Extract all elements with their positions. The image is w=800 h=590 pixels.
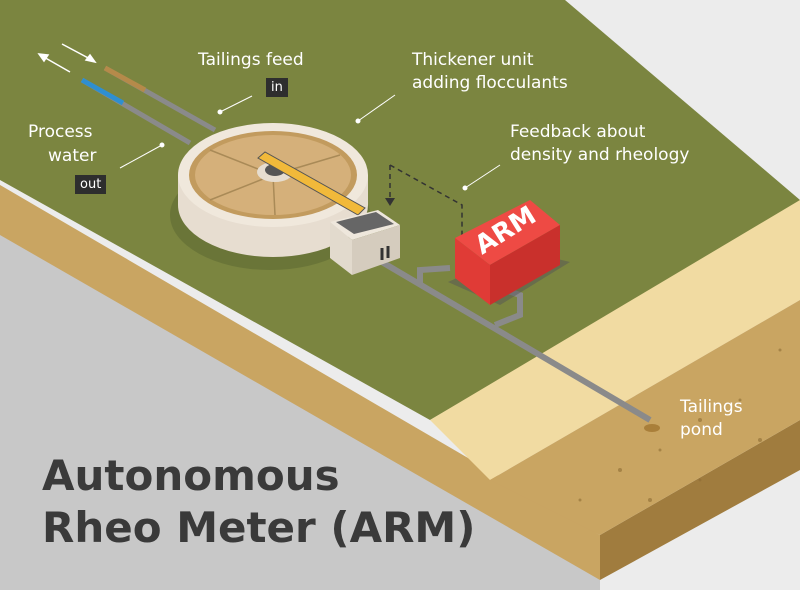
arm-container: ARM [448,200,570,305]
out-tag-wrap: out [75,173,107,194]
pond-texture [578,348,782,502]
feedback-arrowhead [385,198,395,206]
water-pipe-end [80,77,125,106]
in-tag-wrap: in [266,76,288,97]
label-thickener-line1: Thickener unit [412,50,534,70]
page-title: Autonomous Rheo Meter (ARM) [42,450,475,554]
thickener-tank [170,123,370,270]
label-process-line2: water [48,146,97,166]
label-tailings-feed: Tailings feed [198,50,304,70]
pond-outflow [644,424,660,432]
leader-lines [119,94,501,191]
feedback-dashed-line [389,164,463,240]
in-tag: in [266,78,288,97]
label-thickener-line2: adding flocculants [412,73,568,93]
soil-right-face [600,420,800,580]
soil-front-face [0,185,600,580]
flow-arrows [37,43,97,73]
title-line2: Rheo Meter (ARM) [42,503,476,552]
label-feedback-line1: Feedback about [510,122,646,142]
label-pond-line1: Tailings [680,397,743,417]
sand-band [430,200,800,480]
title-line1: Autonomous [42,451,340,500]
discharge-pipe [368,252,652,423]
bridge [257,151,366,216]
pump-box [330,210,400,275]
label-process-line1: Process [28,122,93,142]
out-tag: out [75,175,107,194]
label-feedback-line2: density and rheology [510,145,690,165]
grass-surface [0,0,800,420]
feed-pipe-end [103,65,147,93]
label-pond-line2: pond [680,420,723,440]
